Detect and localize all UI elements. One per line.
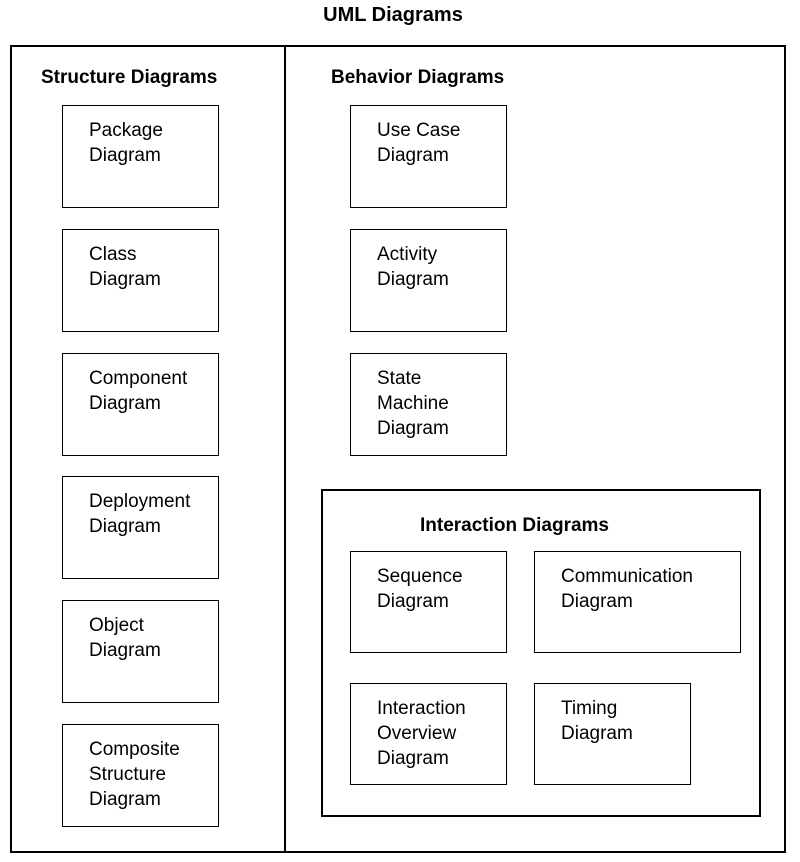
interaction-overview-diagram-box: Interaction Overview Diagram xyxy=(350,683,507,785)
box-label-line: Overview xyxy=(377,723,457,744)
interaction-diagrams-frame xyxy=(321,489,761,817)
use-case-diagram-box: Use Case Diagram xyxy=(350,105,507,208)
box-label-line: Diagram xyxy=(377,418,449,439)
box-label-line: Class xyxy=(89,244,137,265)
box-label-line: Diagram xyxy=(561,723,633,744)
box-label-line: Diagram xyxy=(89,269,161,290)
box-label-line: Diagram xyxy=(89,145,161,166)
structure-diagrams-heading: Structure Diagrams xyxy=(41,67,218,88)
box-label-line: Sequence xyxy=(377,566,463,587)
state-machine-diagram-box: State Machine Diagram xyxy=(350,353,507,456)
box-label-line: Timing xyxy=(561,698,618,719)
box-label-line: Diagram xyxy=(89,789,161,810)
box-label-line: Structure xyxy=(89,764,167,785)
box-label-line: Package xyxy=(89,120,163,141)
box-label-line: Diagram xyxy=(377,269,449,290)
class-diagram-box: Class Diagram xyxy=(62,229,219,332)
package-diagram-box: Package Diagram xyxy=(62,105,219,208)
box-label-line: Diagram xyxy=(377,591,449,612)
box-label-line: Diagram xyxy=(89,640,161,661)
deployment-diagram-box: Deployment Diagram xyxy=(62,476,219,579)
activity-diagram-box: Activity Diagram xyxy=(350,229,507,332)
box-label-line: Communication xyxy=(561,566,693,587)
box-label-line: Machine xyxy=(377,393,449,414)
uml-diagrams-frame xyxy=(10,45,786,853)
box-label-line: Composite xyxy=(89,739,180,760)
box-label-line: Diagram xyxy=(561,591,633,612)
column-divider xyxy=(284,45,286,853)
box-label-line: Diagram xyxy=(89,516,161,537)
box-label-line: Diagram xyxy=(89,393,161,414)
behavior-diagrams-heading: Behavior Diagrams xyxy=(331,67,505,88)
box-label-line: Activity xyxy=(377,244,438,265)
object-diagram-box: Object Diagram xyxy=(62,600,219,703)
component-diagram-box: Component Diagram xyxy=(62,353,219,456)
box-label-line: Deployment xyxy=(89,491,191,512)
timing-diagram-box: Timing Diagram xyxy=(534,683,691,785)
box-label-line: Use Case xyxy=(377,120,461,141)
box-label-line: Object xyxy=(89,615,144,636)
sequence-diagram-box: Sequence Diagram xyxy=(350,551,507,653)
interaction-diagrams-heading: Interaction Diagrams xyxy=(420,515,609,536)
diagram-title: UML Diagrams xyxy=(323,4,463,26)
communication-diagram-box: Communication Diagram xyxy=(534,551,741,653)
box-label-line: Component xyxy=(89,368,188,389)
box-label-line: Diagram xyxy=(377,748,449,769)
box-label-line: State xyxy=(377,368,422,389)
composite-structure-diagram-box: Composite Structure Diagram xyxy=(62,724,219,827)
box-label-line: Diagram xyxy=(377,145,449,166)
box-label-line: Interaction xyxy=(377,698,466,719)
